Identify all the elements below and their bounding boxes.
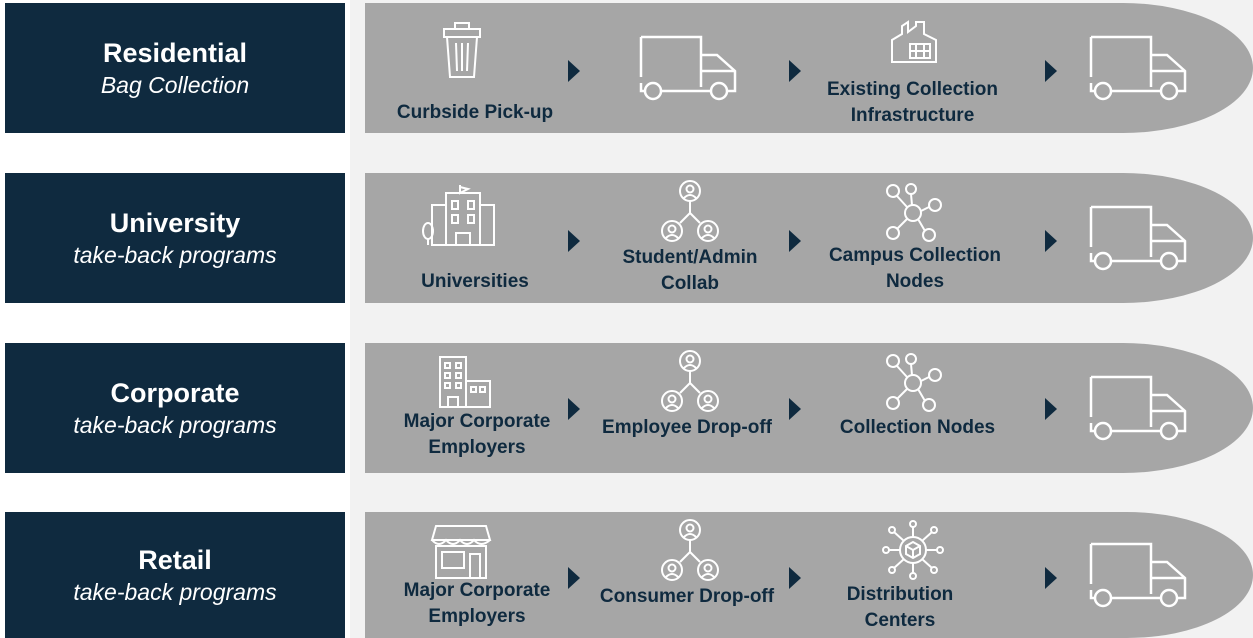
people-network-icon <box>658 179 722 243</box>
step-label-major-corporate: Major Corporate Employers <box>403 411 551 458</box>
truck-icon <box>1087 203 1191 275</box>
truck-icon <box>1087 373 1191 445</box>
node-network-icon <box>883 353 943 413</box>
flow-band <box>365 343 1253 473</box>
distribution-hub-icon <box>880 520 946 580</box>
flow-arrow <box>789 60 801 82</box>
trash-bin-icon <box>440 21 484 81</box>
step-label-distribution-centers: Distribution Centers <box>846 584 954 631</box>
flow-arrow <box>1045 398 1057 420</box>
flow-arrow <box>1045 60 1057 82</box>
flow-band <box>365 173 1253 303</box>
flow-row-university: University take-back programs Universiti… <box>0 173 1253 303</box>
step-label-campus-nodes: Campus Collection Nodes <box>828 245 1002 292</box>
row-label-university: University take-back programs <box>5 173 345 303</box>
step-label-universities: Universities <box>421 271 529 292</box>
row-title: Retail <box>138 545 212 575</box>
flow-row-retail: Retail take-back programs Major Corporat… <box>0 512 1253 638</box>
flow-arrow <box>789 398 801 420</box>
row-subtitle: take-back programs <box>73 579 277 605</box>
row-label-corporate: Corporate take-back programs <box>5 343 345 473</box>
row-title: Residential <box>102 38 248 68</box>
row-title: University <box>109 208 241 238</box>
flow-band <box>365 512 1253 638</box>
row-subtitle: Bag Collection <box>100 72 250 98</box>
step-label-collection-nodes: Collection Nodes <box>839 417 996 438</box>
step-label-employee-dropoff: Employee Drop-off <box>602 417 772 438</box>
people-network-icon <box>658 349 722 413</box>
flow-arrow <box>1045 230 1057 252</box>
row-label-residential: Residential Bag Collection <box>5 3 345 133</box>
row-subtitle: take-back programs <box>73 412 277 438</box>
flow-row-residential: Residential Bag Collection Curbside Pick… <box>0 3 1253 133</box>
step-label-consumer-dropoff: Consumer Drop-off <box>599 586 775 607</box>
flow-arrow <box>568 230 580 252</box>
step-label-existing-infrastructure: Existing Collection Infrastructure <box>826 79 999 126</box>
truck-icon <box>1087 540 1191 612</box>
flow-row-corporate: Corporate take-back programs Major Corpo… <box>0 343 1253 473</box>
university-building-icon <box>420 183 506 247</box>
flow-arrow <box>568 398 580 420</box>
row-label-retail: Retail take-back programs <box>5 512 345 638</box>
step-label-student-admin: Student/Admin Collab <box>622 247 758 294</box>
factory-icon <box>888 20 940 64</box>
people-network-icon <box>658 518 722 582</box>
truck-icon <box>637 33 741 105</box>
office-building-icon <box>436 355 494 409</box>
flow-band <box>365 3 1253 133</box>
flow-arrow <box>568 567 580 589</box>
truck-icon <box>1087 33 1191 105</box>
row-subtitle: take-back programs <box>73 242 277 268</box>
flow-arrow <box>568 60 580 82</box>
node-network-icon <box>883 183 943 243</box>
step-label-curbside: Curbside Pick-up <box>396 102 554 123</box>
flow-arrow <box>789 567 801 589</box>
row-title: Corporate <box>110 378 240 408</box>
flow-arrow <box>1045 567 1057 589</box>
step-label-major-corporate-retail: Major Corporate Employers <box>403 580 551 627</box>
flow-arrow <box>789 230 801 252</box>
storefront-icon <box>430 524 492 580</box>
